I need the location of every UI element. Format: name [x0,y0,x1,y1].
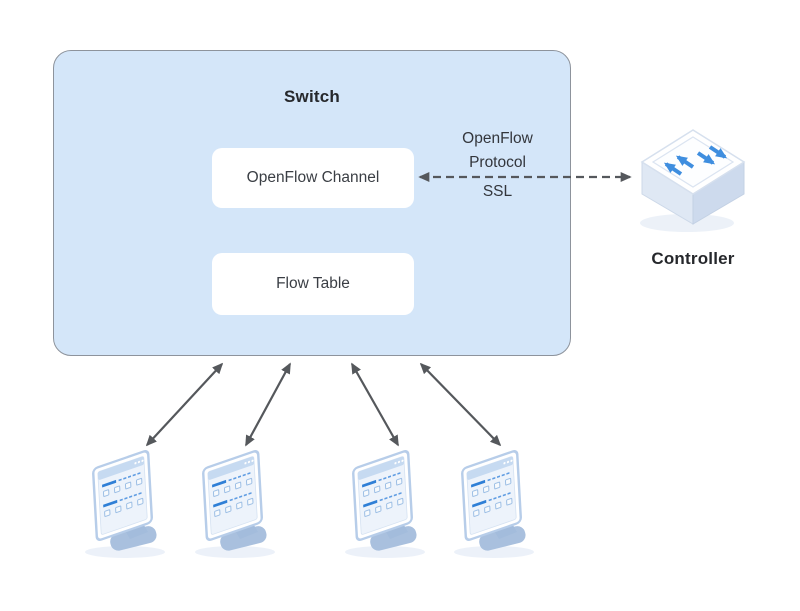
host-link-arrow [351,362,399,447]
openflow-channel-box: OpenFlow Channel [212,148,414,208]
protocol-label-line1: OpenFlow [462,130,533,147]
switch-title: Switch [284,87,340,106]
flow-table-box: Flow Table [212,253,414,315]
ssl-label-line: SSL [482,183,513,200]
host-computer-icon [183,444,288,559]
controller-label: Controller [651,249,735,268]
openflow-channel-label: OpenFlow Channel [246,169,380,186]
flow-table-label: Flow Table [276,275,350,292]
host-link-arrow [245,362,291,447]
protocol-label-line2: Protocol [469,154,526,171]
protocol-label: OpenFlow Protocol [425,127,570,175]
controller-switch-icon [633,122,753,237]
ssl-label: SSL [425,180,570,204]
host-computer-icon [73,444,178,559]
host-link-arrow [419,362,502,447]
host-computer-icon [442,444,547,559]
host-link-arrow [145,362,224,447]
host-computer-icon [333,444,438,559]
